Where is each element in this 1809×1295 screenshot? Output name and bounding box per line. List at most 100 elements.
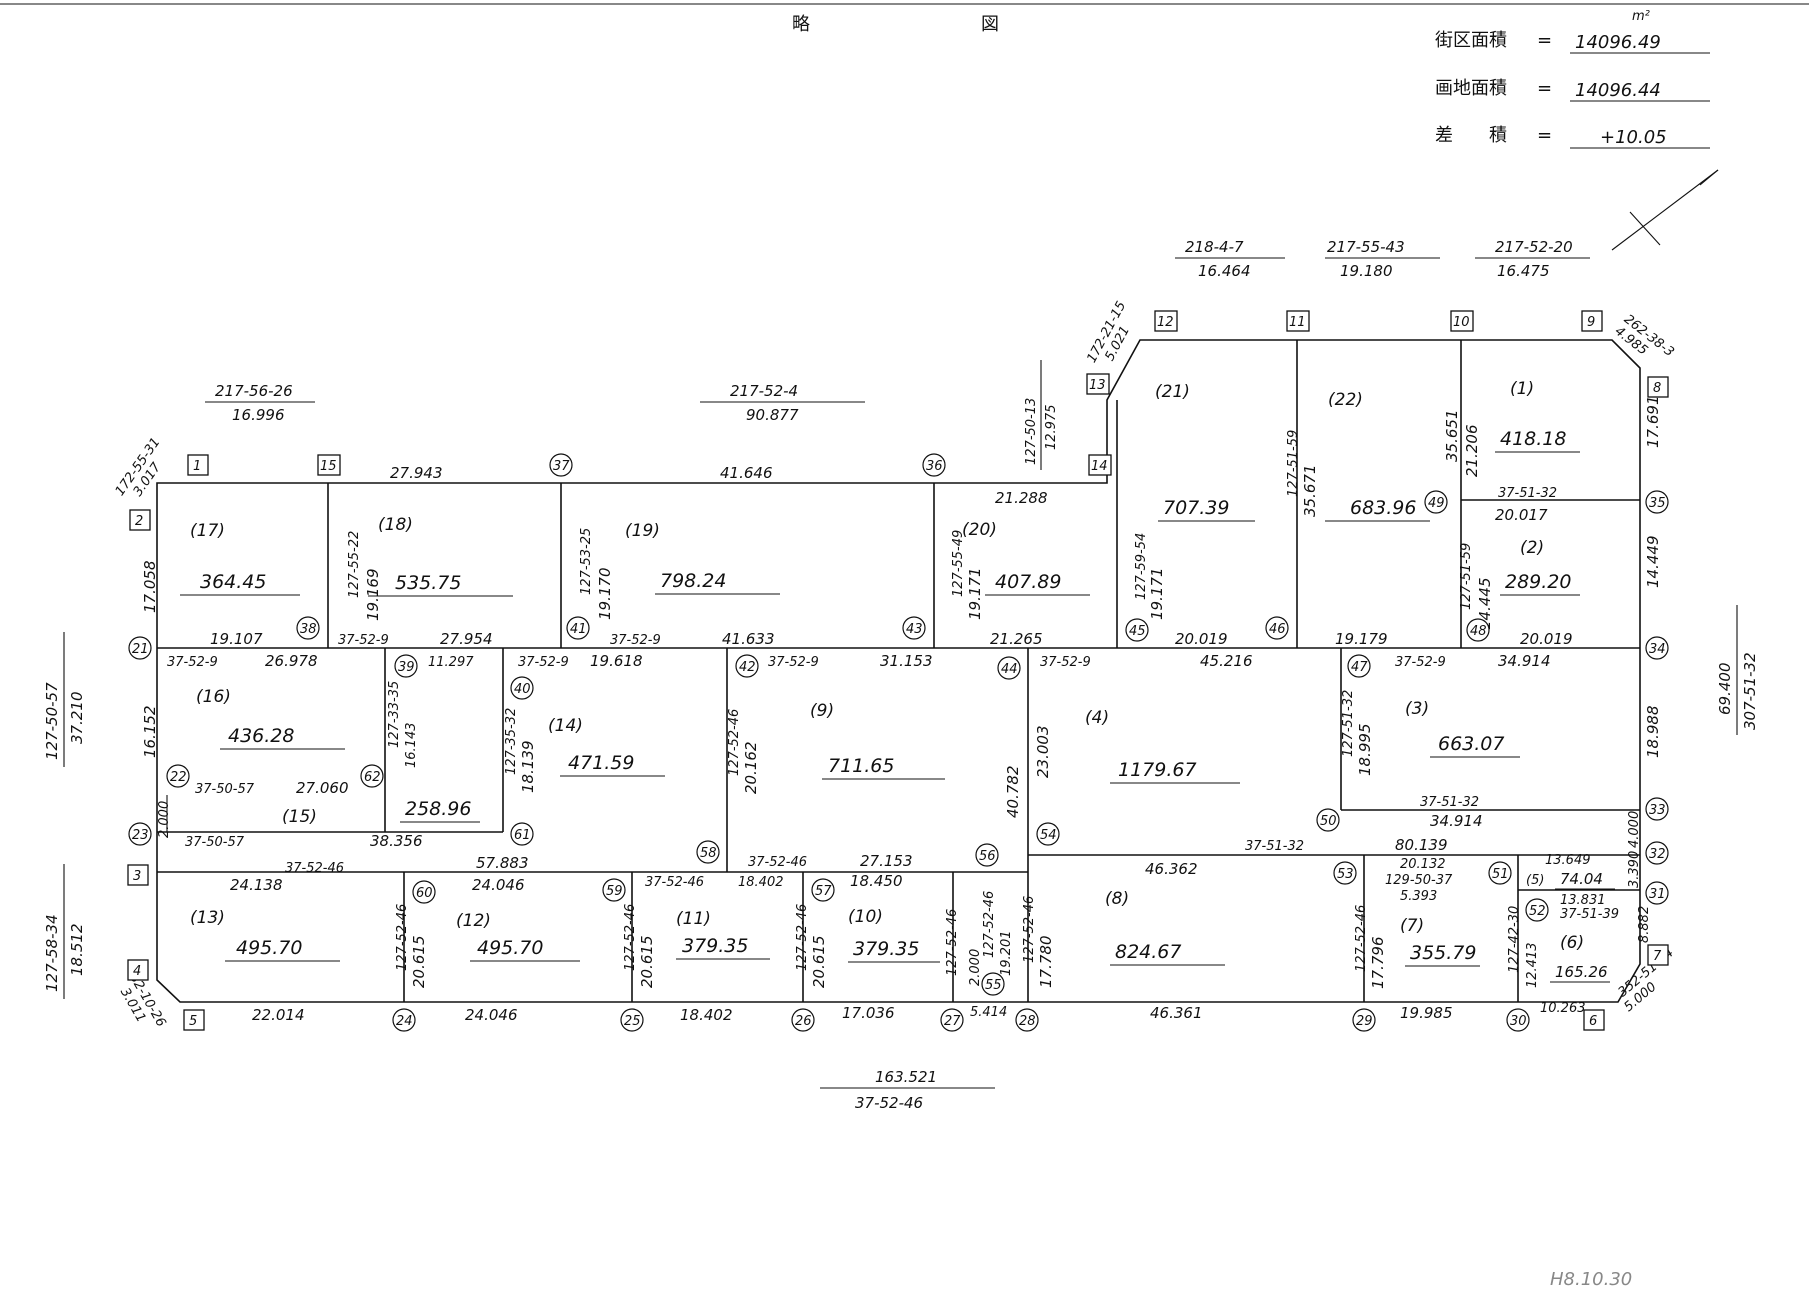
svg-text:34.914: 34.914 [1498,652,1551,670]
lot-area: 707.39 [1163,497,1229,519]
point-box: 9 [1581,310,1603,332]
lot-labels: (1) 418.18 (2) 289.20 (3) 663.07 (4) 117… [180,379,1615,983]
svg-text:26: 26 [795,1014,812,1029]
svg-text:27.943: 27.943 [390,464,443,482]
point-circle: 51 [1488,861,1512,885]
svg-text:22: 22 [170,770,187,785]
svg-text:13: 13 [1089,378,1106,393]
diff-eq: = [1537,125,1552,146]
svg-text:60: 60 [416,886,433,901]
point-circle: 24 [392,1008,416,1032]
lot-number: (18) [378,515,413,535]
point-circle: 57 [811,878,835,902]
lot-area: 258.96 [405,798,471,820]
svg-text:26.978: 26.978 [265,652,318,670]
svg-text:127-42-30: 127-42-30 [1507,906,1522,973]
lot-area: 535.75 [395,572,461,594]
title-left-char: 略 [792,14,810,35]
svg-text:16.996: 16.996 [232,406,285,424]
point-circle: 48 [1466,618,1490,642]
svg-text:37-52-9: 37-52-9 [167,655,218,670]
svg-text:37-52-46: 37-52-46 [645,875,704,890]
point-circle: 60 [412,880,436,904]
svg-text:41.633: 41.633 [722,630,775,648]
survey-points: 21 22 23 24 25 26 27 28 29 30 31 32 33 3… [128,453,1669,1032]
lot-area: 436.28 [228,725,294,747]
point-box: 7 [1647,944,1669,966]
svg-text:59: 59 [606,884,623,899]
svg-text:20.019: 20.019 [1175,630,1228,648]
lot-area-value: 14096.44 [1575,80,1661,101]
point-circle: 23 [128,822,152,846]
svg-text:8.882: 8.882 [1637,906,1652,943]
svg-text:14.449: 14.449 [1644,536,1662,589]
lot-area: 364.45 [200,571,266,593]
point-box: 3 [127,864,149,886]
svg-text:217-52-20: 217-52-20 [1495,238,1573,256]
point-circle: 45 [1125,618,1149,642]
svg-text:37-52-9: 37-52-9 [610,633,661,648]
bearing-corner-9-8: 262-38-3 4.985 [1612,312,1677,360]
svg-text:127-50-57: 127-50-57 [43,682,61,760]
bearing-right: 69.400 307-51-32 [1716,605,1759,735]
point-box: 12 [1154,310,1178,332]
svg-text:32: 32 [1649,847,1666,862]
lot-area: 407.89 [995,571,1061,593]
point-circle: 58 [696,840,720,864]
diff-value: +10.05 [1600,127,1667,148]
svg-text:2.000: 2.000 [157,801,172,838]
point-box: 2 [129,509,151,531]
svg-text:163.521: 163.521 [875,1068,937,1086]
point-box: 8 [1647,376,1669,398]
point-circle: 33 [1645,797,1669,821]
svg-text:127-52-46: 127-52-46 [945,909,960,976]
point-circle: 32 [1645,841,1669,865]
svg-text:27.060: 27.060 [296,779,349,797]
svg-text:10: 10 [1453,315,1470,330]
svg-text:19.201: 19.201 [999,931,1014,977]
svg-text:19.170: 19.170 [596,568,614,621]
svg-text:21: 21 [132,642,149,657]
svg-text:37-50-57: 37-50-57 [195,782,255,797]
svg-text:18.450: 18.450 [850,872,903,890]
lot-number: (19) [625,521,660,541]
lot-number: (2) [1520,538,1544,558]
svg-text:4.000: 4.000 [1627,811,1642,848]
svg-text:9: 9 [1587,315,1595,330]
point-box: 11 [1286,310,1310,332]
svg-text:39: 39 [398,660,415,675]
svg-text:53: 53 [1337,867,1354,882]
svg-text:40: 40 [514,682,531,697]
svg-text:23.003: 23.003 [1034,726,1052,779]
point-circle: 37 [549,453,573,477]
svg-text:43: 43 [906,622,923,637]
svg-text:307-51-32: 307-51-32 [1741,652,1759,730]
block-area-value: 14096.49 [1575,32,1661,53]
svg-text:20.017: 20.017 [1495,506,1548,524]
svg-text:22.014: 22.014 [252,1006,305,1024]
svg-text:127-51-32: 127-51-32 [1341,690,1356,757]
svg-text:13.831: 13.831 [1560,893,1606,908]
svg-text:19.171: 19.171 [966,568,984,621]
point-box: 14 [1088,454,1112,476]
svg-text:17.796: 17.796 [1369,937,1387,990]
svg-text:37-52-46: 37-52-46 [855,1094,923,1112]
svg-text:41.646: 41.646 [720,464,773,482]
lot-area: 798.24 [660,570,726,592]
svg-text:57.883: 57.883 [476,854,529,872]
point-circle: 49 [1424,490,1448,514]
svg-text:80.139: 80.139 [1395,836,1448,854]
point-box: 13 [1086,373,1110,395]
lot-area: 165.26 [1555,963,1608,981]
lot-area: 379.35 [853,938,919,960]
point-circle: 43 [902,616,926,640]
svg-text:127-53-25: 127-53-25 [579,528,594,595]
diff-label: 差 積 [1435,125,1507,146]
svg-text:27.954: 27.954 [440,630,493,648]
svg-text:58: 58 [700,846,717,861]
svg-text:19.179: 19.179 [1335,630,1388,648]
svg-text:37-52-46: 37-52-46 [285,861,344,876]
lot-number: (20) [962,520,997,540]
svg-text:218-4-7: 218-4-7 [1185,238,1244,256]
svg-text:16.475: 16.475 [1497,262,1550,280]
